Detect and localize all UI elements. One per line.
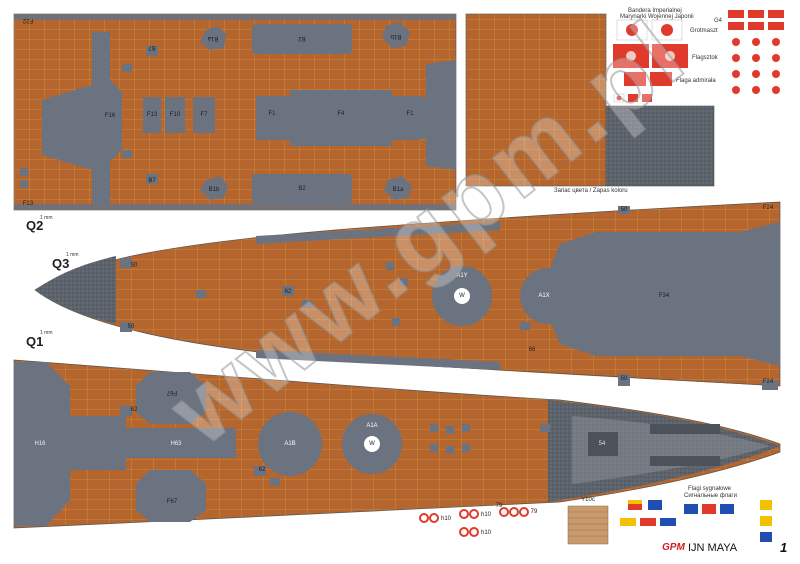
part-label-b1b-bottom: B1b — [208, 187, 220, 193]
part-label-b1a-top: B1a — [207, 35, 219, 41]
part-label-y10c: Y10c — [581, 497, 595, 503]
part-label-a1b: A1B — [284, 441, 296, 447]
part-label-h10-c: h10 — [480, 530, 492, 536]
part-label-a1a: A1A — [366, 423, 378, 429]
part-label-b1b-top: B1b — [390, 33, 402, 39]
flag-caption-flagsztok: Flagsztok — [692, 55, 718, 61]
flag-caption-bandera-2: Marynarki Wojennej Japonii — [620, 14, 694, 20]
part-label-50-middle-right: 50 — [620, 376, 628, 382]
part-label-w-middle: W — [459, 293, 465, 299]
part-label-50-middle-bottom: 50 — [127, 324, 135, 330]
part-label-54: 54 — [598, 441, 606, 447]
part-label-f23: F23 — [22, 201, 34, 207]
deck-panel-middle — [34, 201, 781, 387]
part-label-b7-top: B7 — [148, 44, 156, 50]
part-label-a1x: A1X — [538, 293, 550, 299]
flag-caption-bandera-1: Bandera Imperialnej — [628, 8, 682, 14]
part-label-a1y: A1Y — [456, 273, 468, 279]
part-label-f4: F4 — [337, 111, 345, 117]
part-label-h16: H16 — [34, 441, 46, 447]
parts-bottom — [419, 500, 772, 545]
scale-mark-q3: 1 mm — [66, 252, 79, 258]
part-label-f10: F10 — [169, 112, 181, 118]
part-label-b1a-bottom: B1a — [392, 187, 404, 193]
part-label-f67-top: F67 — [166, 389, 178, 395]
flag-caption-grotmaszt: Grotmaszt — [690, 28, 718, 34]
part-label-f1-right: F1 — [406, 111, 414, 117]
signal-flags-caption-1: Flagi sygnałowe — [688, 486, 732, 492]
page-number: 1 — [780, 540, 788, 555]
section-label-q1: Q1 — [26, 334, 44, 349]
part-label-79-b: 79 — [530, 509, 538, 515]
flag-panel — [465, 10, 784, 187]
flag-caption-g4: G4 — [714, 18, 723, 24]
flag-caption-flaga-admirala: Flaga admirała — [676, 78, 716, 84]
part-label-62-lower-a: 62 — [130, 407, 138, 413]
deck-panel-lower — [13, 359, 781, 529]
part-label-62-lower-b: 62 — [258, 467, 266, 473]
deck-panel-upper — [13, 13, 457, 211]
scale-mark-q2: 1 mm — [40, 215, 53, 221]
signal-flags-caption-2: Сигнальные флаги — [684, 493, 737, 499]
part-label-f16: F16 — [104, 113, 116, 119]
part-label-h10-a: h10 — [440, 516, 452, 522]
part-label-f1-left: F1 — [268, 111, 276, 117]
scale-mark-q1: 1 mm — [40, 330, 53, 336]
part-label-79-a: 79 — [495, 503, 503, 509]
part-label-f67-bottom: F67 — [166, 499, 178, 505]
part-label-b2-top: B2 — [298, 35, 306, 41]
part-label-f22: F22 — [22, 17, 34, 23]
g4-flag-grid — [728, 10, 784, 94]
color-reserve-caption: Запас цвета / Zapas koloru — [554, 188, 628, 194]
section-label-q2: Q2 — [26, 218, 44, 233]
part-label-66: 66 — [528, 347, 536, 353]
part-label-w-lower: W — [369, 441, 375, 447]
model-title: IJN MAYA — [688, 542, 738, 554]
section-label-q3: Q3 — [52, 256, 70, 271]
part-label-h63: H63 — [170, 441, 182, 447]
part-label-h10-b: h10 — [480, 512, 492, 518]
part-label-f24-top: F24 — [762, 205, 774, 211]
part-label-05-middle: 05 — [130, 260, 138, 266]
part-label-f7: F7 — [200, 112, 208, 118]
part-label-b7-bottom: B7 — [148, 178, 156, 184]
part-label-50-middle-top: 50 — [620, 207, 628, 213]
gpm-logo: GPM — [662, 542, 685, 553]
part-label-f24-bottom: F24 — [762, 379, 774, 385]
part-label-f13: F13 — [146, 112, 158, 118]
part-label-62-middle: 62 — [284, 289, 292, 295]
part-label-f34: F34 — [658, 293, 670, 299]
part-label-b2-bottom: B2 — [298, 186, 306, 192]
rising-sun-flags — [613, 19, 688, 103]
